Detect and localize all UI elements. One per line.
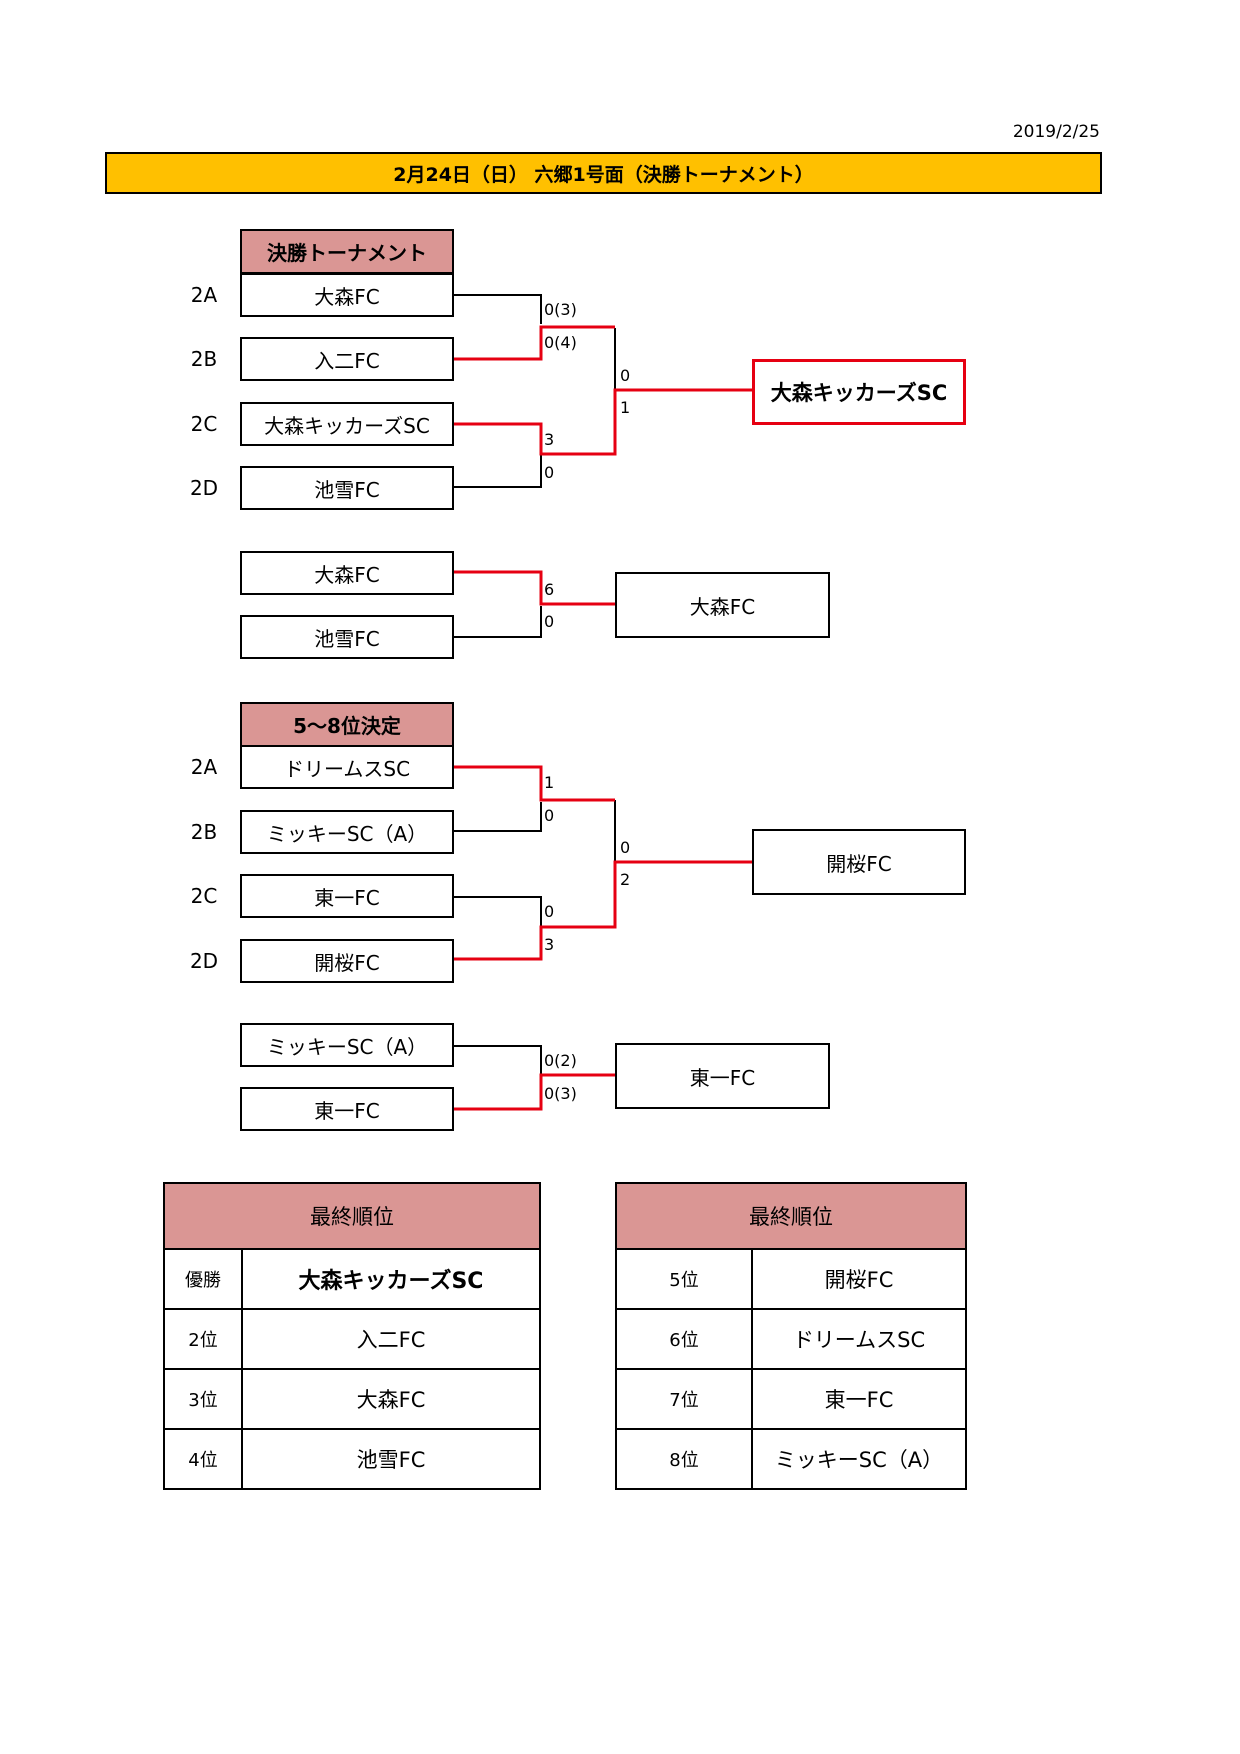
seed-label: 2C: [190, 884, 218, 908]
rank-position: 8位: [615, 1428, 753, 1490]
match-score: 1: [620, 398, 631, 417]
team-box: 池雪FC: [240, 615, 454, 659]
team-box: 大森FC: [240, 273, 454, 317]
match-score: 0: [620, 366, 631, 385]
rank-position: 7位: [615, 1368, 753, 1430]
placement-bracket-header: 5～8位決定: [240, 702, 454, 747]
table-row: 3位 大森FC: [163, 1368, 541, 1430]
team-box: 開桜FC: [240, 939, 454, 983]
seed-label: 2B: [190, 347, 218, 371]
ranking-header: 最終順位: [615, 1182, 967, 1250]
team-box: 大森FC: [240, 551, 454, 595]
match-score: 0: [544, 612, 555, 631]
table-row: 5位 開桜FC: [615, 1248, 967, 1310]
match-score: 0(2): [544, 1051, 577, 1070]
match-score: 0(3): [544, 1084, 577, 1103]
match-score: 3: [544, 430, 555, 449]
team-box: 入二FC: [240, 337, 454, 381]
seed-label: 2D: [189, 949, 219, 973]
match-score: 0(3): [544, 300, 577, 319]
team-box: 東一FC: [240, 1087, 454, 1131]
seed-label: 2A: [190, 283, 218, 307]
rank-position: 5位: [615, 1248, 753, 1310]
rank-position: 6位: [615, 1308, 753, 1370]
seed-label: 2D: [189, 476, 219, 500]
seed-label: 2A: [190, 755, 218, 779]
table-row: 2位 入二FC: [163, 1308, 541, 1370]
seventh-place-winner-box: 東一FC: [615, 1043, 830, 1109]
team-box: 大森キッカーズSC: [240, 402, 454, 446]
rank-team: 池雪FC: [241, 1428, 541, 1490]
match-score: 0: [544, 806, 555, 825]
print-date: 2019/2/25: [1012, 122, 1100, 142]
team-box: ミッキーSC（A）: [240, 1023, 454, 1067]
table-row: 7位 東一FC: [615, 1368, 967, 1430]
rank-team: 大森FC: [241, 1368, 541, 1430]
ranking-header: 最終順位: [163, 1182, 541, 1250]
rank-team: 開桜FC: [751, 1248, 967, 1310]
rank-position: 優勝: [163, 1248, 243, 1310]
fifth-place-winner-box: 開桜FC: [752, 829, 966, 895]
rank-position: 4位: [163, 1428, 243, 1490]
page-title: 2月24日（日） 六郷1号面（決勝トーナメント）: [105, 152, 1102, 194]
rank-team: 東一FC: [751, 1368, 967, 1430]
match-score: 0: [544, 463, 555, 482]
match-score: 1: [544, 773, 555, 792]
table-row: 6位 ドリームスSC: [615, 1308, 967, 1370]
table-row: 8位 ミッキーSC（A）: [615, 1428, 967, 1490]
match-score: 3: [544, 935, 555, 954]
rank-position: 3位: [163, 1368, 243, 1430]
final-ranking-table-top: 最終順位 優勝 大森キッカーズSC 2位 入二FC 3位 大森FC 4位 池雪F…: [163, 1182, 541, 1490]
table-row: 4位 池雪FC: [163, 1428, 541, 1490]
match-score: 0: [620, 838, 631, 857]
seed-label: 2B: [190, 820, 218, 844]
team-box: 東一FC: [240, 874, 454, 918]
team-box: ドリームスSC: [240, 745, 454, 789]
match-score: 6: [544, 580, 555, 599]
third-place-winner-box: 大森FC: [615, 572, 830, 638]
final-ranking-table-bottom: 最終順位 5位 開桜FC 6位 ドリームスSC 7位 東一FC 8位 ミッキーS…: [615, 1182, 967, 1490]
champion-box: 大森キッカーズSC: [752, 359, 966, 425]
rank-team: ドリームスSC: [751, 1308, 967, 1370]
match-score: 0: [544, 902, 555, 921]
match-score: 0(4): [544, 333, 577, 352]
team-box: 池雪FC: [240, 466, 454, 510]
rank-team: 入二FC: [241, 1308, 541, 1370]
rank-team: 大森キッカーズSC: [241, 1248, 541, 1310]
seed-label: 2C: [190, 412, 218, 436]
team-box: ミッキーSC（A）: [240, 810, 454, 854]
rank-team: ミッキーSC（A）: [751, 1428, 967, 1490]
final-bracket-header: 決勝トーナメント: [240, 229, 454, 274]
match-score: 2: [620, 870, 631, 889]
rank-position: 2位: [163, 1308, 243, 1370]
table-row: 優勝 大森キッカーズSC: [163, 1248, 541, 1310]
